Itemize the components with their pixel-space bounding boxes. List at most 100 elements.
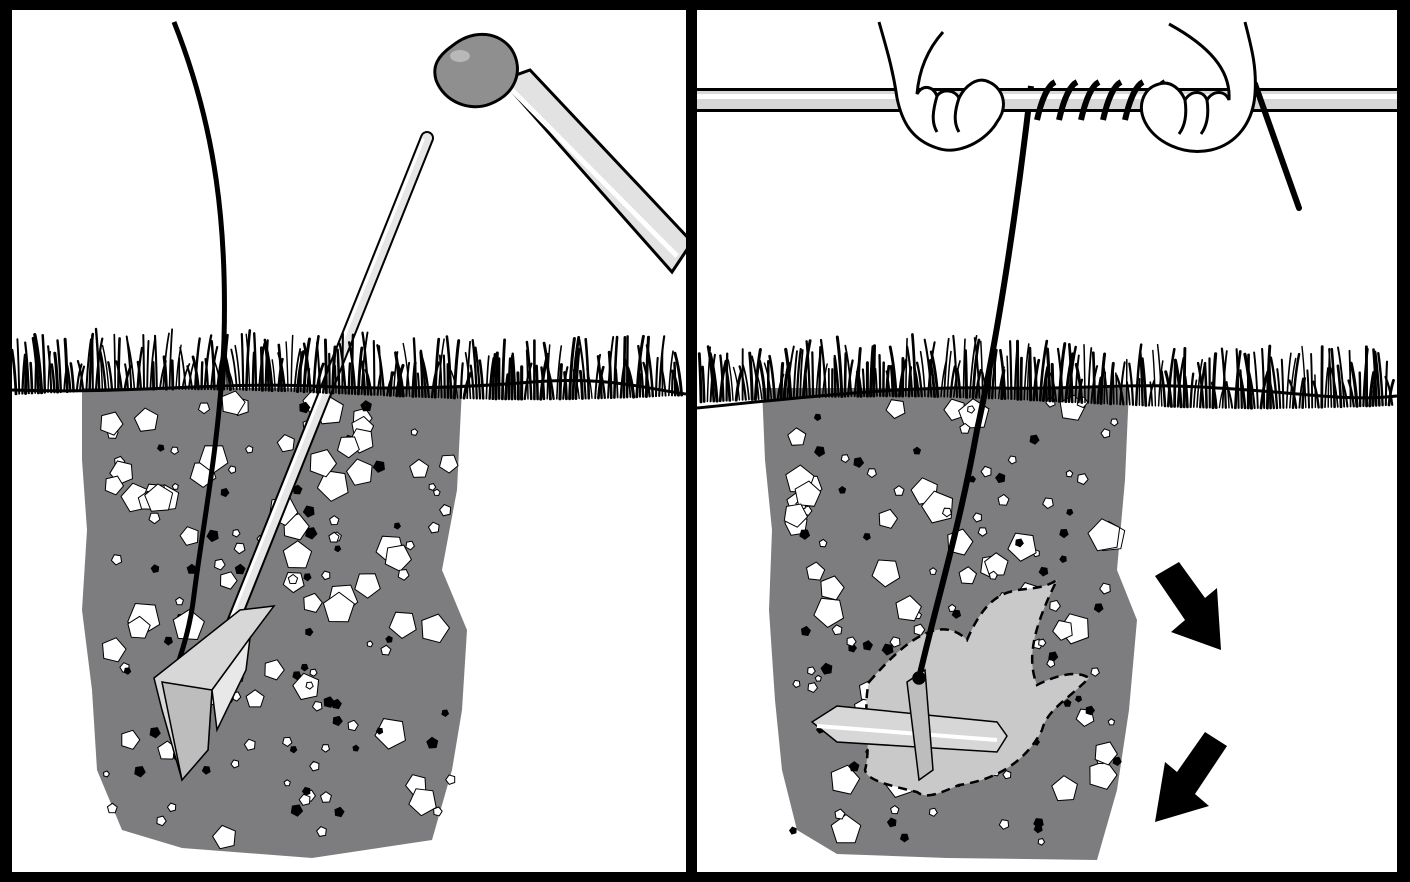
grass-blade (525, 349, 529, 400)
stone (100, 411, 124, 436)
stone (384, 544, 413, 572)
stone (289, 745, 298, 754)
grass-blade (1347, 379, 1355, 408)
stone (292, 484, 303, 495)
coil-loop (1078, 79, 1101, 121)
grass-blade (450, 370, 459, 399)
stone (959, 422, 971, 434)
stone (1037, 838, 1046, 846)
stone (967, 405, 976, 414)
grass-blade (956, 367, 962, 399)
grass-blade (511, 352, 517, 401)
grass-blade (1298, 377, 1304, 409)
grass-blade (1310, 352, 1314, 409)
stone (814, 674, 822, 682)
stone (380, 644, 392, 656)
grass-blade (494, 351, 499, 401)
stone (232, 529, 241, 538)
stone (334, 806, 345, 818)
grass-blade (200, 361, 204, 391)
grass-blade (578, 338, 587, 400)
grass-blade (226, 366, 235, 391)
stone (1033, 818, 1044, 829)
grass-blade (357, 346, 364, 396)
grass-blade (971, 338, 981, 399)
grass-blade (469, 364, 475, 400)
stone (807, 682, 819, 694)
grass-blade (654, 356, 659, 398)
cable-tail (1252, 81, 1302, 211)
grass-blade (216, 351, 225, 391)
stone (834, 808, 846, 820)
stone (807, 666, 816, 676)
stone (110, 554, 123, 566)
grass-blade (1038, 339, 1049, 402)
grass-blade (396, 363, 405, 398)
stone (321, 744, 331, 753)
grass-blade (336, 348, 341, 395)
grass-blade (1301, 345, 1307, 409)
stone (206, 529, 219, 543)
grass-blade (1349, 361, 1359, 408)
grass-blade (1384, 375, 1394, 406)
left-hand-icon (877, 21, 1005, 152)
stone (820, 575, 845, 601)
grass-blade (405, 361, 411, 398)
grass-blade (1019, 356, 1023, 401)
stone (1100, 428, 1111, 439)
grass-blade (1243, 352, 1253, 410)
grass-blade (412, 337, 418, 398)
grass-blade (31, 336, 40, 395)
stone (345, 458, 373, 486)
stone (320, 570, 331, 581)
coil-loop (1100, 79, 1123, 121)
stone (794, 480, 822, 507)
grass-blade (999, 348, 1007, 401)
grass-blade (1166, 347, 1176, 408)
arrow-icon (1155, 732, 1227, 822)
grass-blade (277, 351, 287, 393)
grass-blade (99, 350, 107, 392)
grass-blade (963, 349, 969, 399)
stone (244, 445, 254, 454)
grass-blade (1091, 351, 1096, 405)
grass-blade (516, 371, 520, 401)
grass-blade (146, 339, 150, 391)
grass-blade (1067, 342, 1074, 404)
grass-blade (738, 365, 747, 401)
stone (336, 436, 360, 459)
grass-blade (768, 354, 776, 400)
stone (1059, 528, 1069, 539)
stone (1112, 756, 1122, 767)
grass-blade (1087, 347, 1093, 404)
grass-blade (568, 337, 576, 401)
stone (156, 444, 165, 452)
stone (319, 791, 332, 803)
grass-blade (136, 360, 143, 391)
stone (305, 627, 314, 637)
stone (853, 457, 865, 468)
stone (1065, 469, 1074, 478)
stone (101, 637, 127, 663)
grass-blade (315, 342, 321, 394)
grass-blade (1324, 367, 1329, 409)
grass-blade (491, 352, 497, 401)
stone (397, 568, 410, 581)
stone (1099, 582, 1111, 595)
anchor-head (153, 605, 276, 782)
stone (303, 573, 312, 582)
stone (862, 533, 871, 541)
grass-blade (302, 342, 312, 394)
stone (783, 503, 809, 528)
grass-blade (1152, 349, 1157, 407)
grass-blade (445, 335, 453, 400)
stone (332, 715, 343, 727)
stone (300, 663, 309, 672)
stone (792, 679, 801, 689)
grass-blade (1140, 357, 1148, 407)
stone (287, 573, 299, 585)
grass-blade (203, 334, 213, 391)
stone (895, 594, 923, 622)
grass-blade (485, 355, 490, 400)
stone (1038, 566, 1049, 577)
